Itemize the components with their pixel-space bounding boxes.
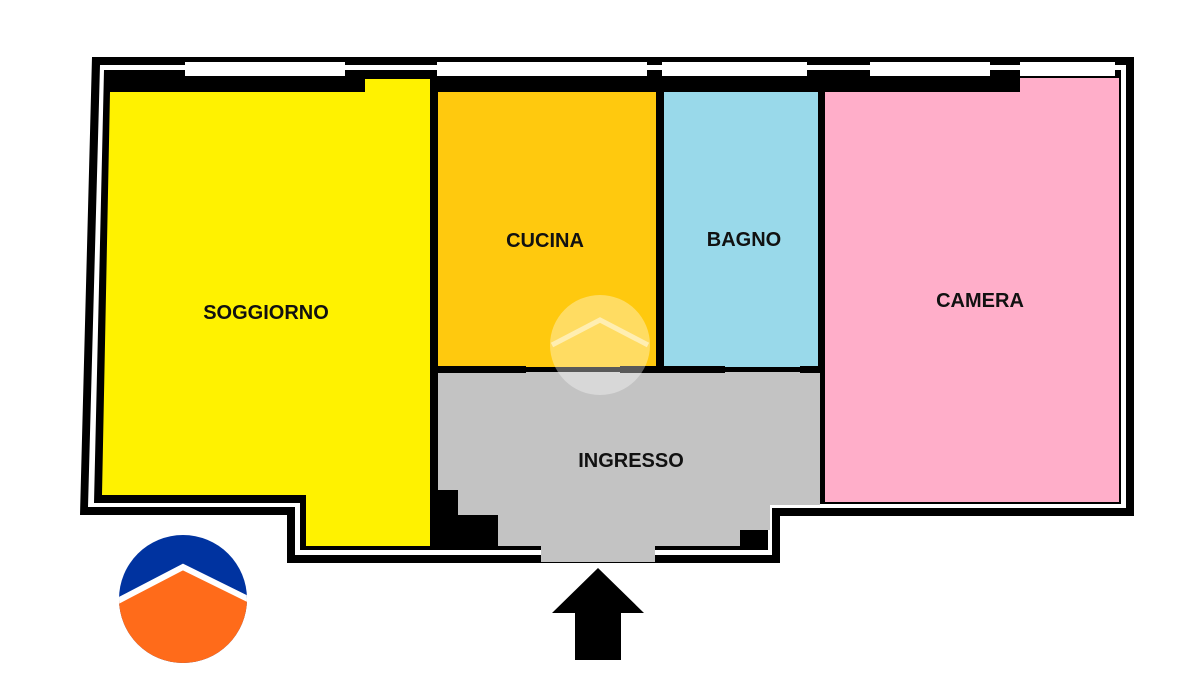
room-soggiorno [102,79,430,546]
room-bagno-label: BAGNO [707,229,781,251]
window-4 [870,62,990,76]
partition-wall-cucina-ingresso-right [620,366,725,373]
room-ingresso [438,372,820,562]
window-3 [662,62,807,76]
room-bagno [664,92,818,367]
partition-wall-cucina-bagno [656,88,664,368]
partition-wall-cucina-ingresso-left [436,366,526,373]
room-cucina [438,92,656,367]
watermark-roof-icon [550,317,650,348]
room-soggiorno-label: SOGGIORNO [203,302,329,324]
room-cucina-label: CUCINA [506,230,584,252]
room-ingresso-label: INGRESSO [578,450,684,472]
room-camera [825,78,1119,502]
window-5 [1020,62,1115,76]
window-1 [185,62,345,76]
entrance-arrow-icon [552,568,644,660]
partition-wall-bagno-ingresso [800,366,822,373]
room-camera-label: CAMERA [936,290,1024,312]
watermark-circle [550,295,650,395]
window-2 [437,62,647,76]
house-roof-logo-icon [119,535,247,663]
